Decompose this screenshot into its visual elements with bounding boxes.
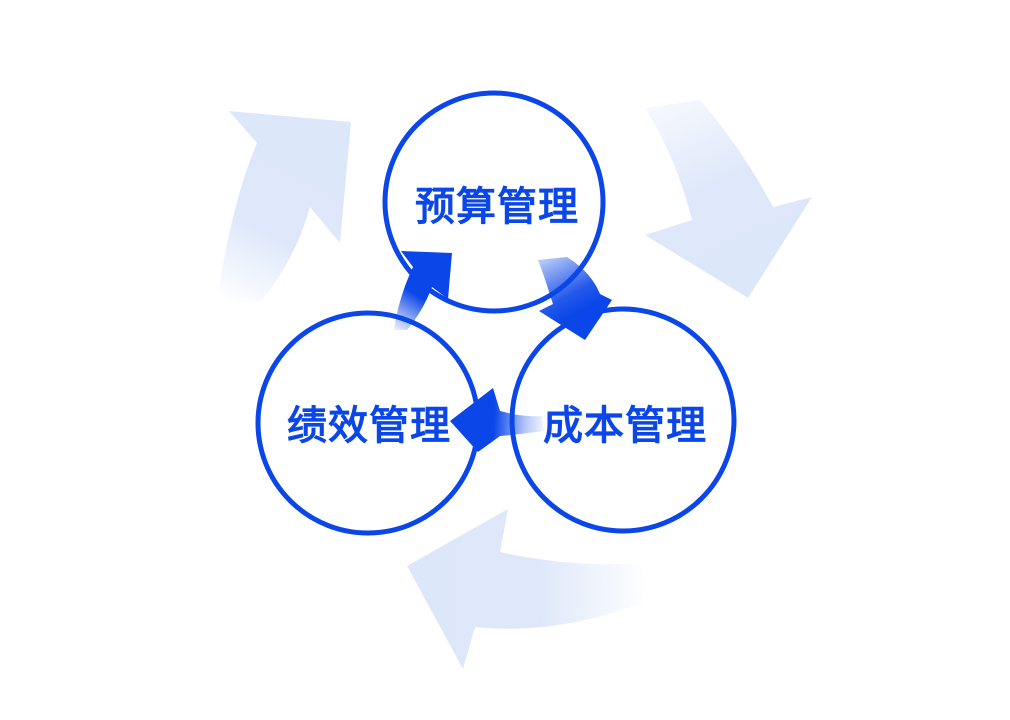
node-label-performance: 绩效管理 — [287, 404, 451, 448]
arrow-budget-to-cost-icon — [538, 257, 612, 340]
background-arrow-top-right-icon — [645, 100, 812, 298]
node-label-budget: 预算管理 — [415, 185, 579, 229]
node-label-cost: 成本管理 — [543, 404, 707, 448]
arrow-cost-to-performance-icon — [450, 388, 544, 452]
background-arrow-top-left-icon — [216, 111, 351, 308]
arrow-performance-to-budget-icon — [394, 251, 452, 330]
background-arrow-bottom-icon — [407, 509, 650, 669]
